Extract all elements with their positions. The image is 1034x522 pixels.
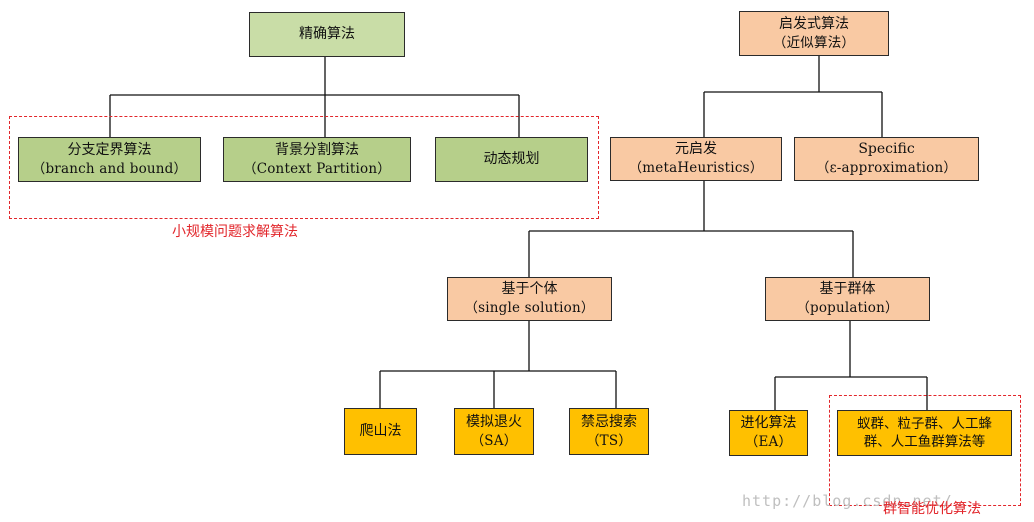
node-label-line2: 群、人工鱼群算法等 bbox=[863, 434, 986, 450]
node-label: 蚁群、粒子群、人工蜂 bbox=[857, 415, 992, 432]
node-label: 动态规划 bbox=[483, 151, 540, 168]
metaheuristics-node: 元启发 （metaHeuristics） bbox=[610, 137, 782, 181]
swarm-intelligence-group-outline bbox=[829, 395, 1021, 506]
node-label: 模拟退火 bbox=[466, 413, 522, 430]
context-partition-node: 背景分割算法 （Context Partition） bbox=[223, 137, 411, 182]
node-sublabel: （single solution） bbox=[464, 300, 595, 317]
node-sublabel: （EA） bbox=[744, 434, 793, 451]
dynamic-programming-node: 动态规划 bbox=[435, 137, 588, 182]
swarm-intelligence-label: 群智能优化算法 bbox=[883, 501, 981, 517]
node-label: 启发式算法 bbox=[779, 15, 849, 32]
node-label: 元启发 bbox=[675, 141, 717, 158]
node-label: 禁忌搜索 bbox=[581, 413, 637, 430]
population-node: 基于群体 （population） bbox=[765, 277, 930, 321]
node-sublabel: （ε-approximation） bbox=[815, 160, 958, 177]
exact-algorithm-node: 精确算法 bbox=[249, 12, 405, 57]
swarm-algorithms-node: 蚁群、粒子群、人工蜂 群、人工鱼群算法等 bbox=[837, 410, 1012, 456]
specific-approximation-node: Specific （ε-approximation） bbox=[794, 137, 979, 181]
node-sublabel: （Context Partition） bbox=[243, 160, 391, 177]
tabu-search-node: 禁忌搜索 （TS） bbox=[569, 408, 649, 455]
single-solution-node: 基于个体 （single solution） bbox=[447, 277, 612, 321]
node-label: Specific bbox=[858, 141, 915, 158]
watermark-text: http://blog.csdn.net/ bbox=[742, 492, 953, 510]
node-label: 背景分割算法 bbox=[275, 141, 359, 158]
small-scale-group-outline bbox=[9, 116, 599, 219]
heuristic-algorithm-node: 启发式算法 （近似算法） bbox=[739, 11, 889, 56]
node-sublabel: （近似算法） bbox=[772, 34, 856, 51]
node-label: 基于群体 bbox=[819, 281, 876, 298]
small-scale-label: 小规模问题求解算法 bbox=[172, 224, 298, 240]
hill-climbing-node: 爬山法 bbox=[344, 408, 417, 455]
node-label: 爬山法 bbox=[359, 423, 402, 440]
node-sublabel: （TS） bbox=[585, 432, 633, 449]
node-label: 精确算法 bbox=[299, 26, 355, 43]
node-sublabel: （metaHeuristics） bbox=[628, 160, 764, 177]
node-label: 基于个体 bbox=[501, 281, 558, 298]
node-sublabel: （SA） bbox=[470, 432, 518, 449]
node-sublabel: （branch and bound） bbox=[31, 160, 188, 177]
simulated-annealing-node: 模拟退火 （SA） bbox=[454, 408, 534, 455]
node-label: 分支定界算法 bbox=[67, 141, 152, 158]
evolutionary-algorithm-node: 进化算法 （EA） bbox=[729, 410, 808, 456]
node-sublabel: （population） bbox=[796, 300, 899, 317]
node-label: 进化算法 bbox=[740, 415, 797, 432]
branch-and-bound-node: 分支定界算法 （branch and bound） bbox=[18, 137, 201, 182]
